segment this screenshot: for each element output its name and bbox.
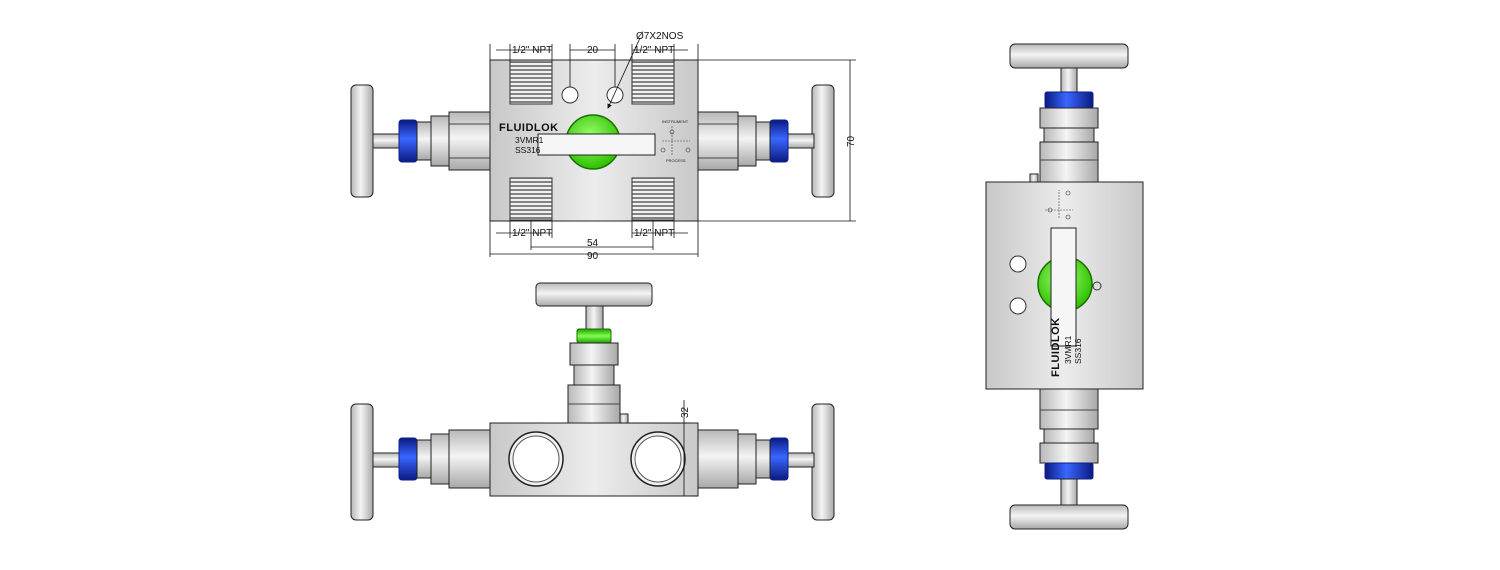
- dim-height: 70: [846, 135, 857, 147]
- side-brand-label: FLUIDLOK: [1050, 317, 1062, 377]
- blue-nut-top: [1044, 91, 1094, 109]
- dim-top-port-right: 1/2" NPT: [634, 45, 674, 56]
- mounting-hole: [561, 86, 579, 104]
- dim-bottom-port-left: 1/2" NPT: [512, 228, 552, 239]
- schematic-bottom-label: PROCESS: [666, 158, 686, 163]
- brand-label: FLUIDLOK: [499, 122, 559, 134]
- side-material-label: SS316: [1073, 338, 1083, 364]
- handle-top: [535, 282, 653, 307]
- schematic-top-label: INSTRUMENT: [662, 119, 689, 124]
- handle-right: [811, 84, 835, 198]
- dim-mounting-hole: Ø7X2NOS: [636, 31, 684, 42]
- blue-nut-left: [398, 119, 418, 163]
- side-model-label: 3VMR1: [1063, 335, 1073, 364]
- model-label: 3VMR1: [515, 135, 544, 145]
- blue-nut-right: [769, 119, 789, 163]
- port-thread: [631, 61, 675, 105]
- center-handle: [537, 133, 656, 156]
- dim-bottom-port-right: 1/2" NPT: [634, 228, 674, 239]
- dim-port-center-distance: 54: [587, 238, 599, 249]
- side-view: FLUIDLOK 3VMR1 SS316: [985, 43, 1144, 530]
- front-view: 32: [350, 282, 835, 521]
- dim-body-thickness: 32: [680, 406, 691, 418]
- dim-port-spacing: 20: [587, 45, 599, 56]
- port-thread: [631, 177, 675, 221]
- dim-top-port-left: 1/2" NPT: [512, 45, 552, 56]
- mounting-hole: [606, 86, 624, 104]
- port-thread: [509, 61, 553, 105]
- blue-nut-bottom: [1044, 462, 1094, 480]
- handle-left: [350, 84, 374, 198]
- material-label: SS316: [515, 145, 541, 155]
- schematic-symbol: INSTRUMENT PROCESS: [660, 119, 691, 163]
- green-nut: [576, 328, 612, 344]
- dimensions-top: [489, 37, 856, 257]
- top-view: FLUIDLOK 3VMR1 SS316 INSTRUMENT PROCESS: [350, 31, 857, 262]
- dim-overall-length: 90: [587, 251, 599, 262]
- port-thread: [509, 177, 553, 221]
